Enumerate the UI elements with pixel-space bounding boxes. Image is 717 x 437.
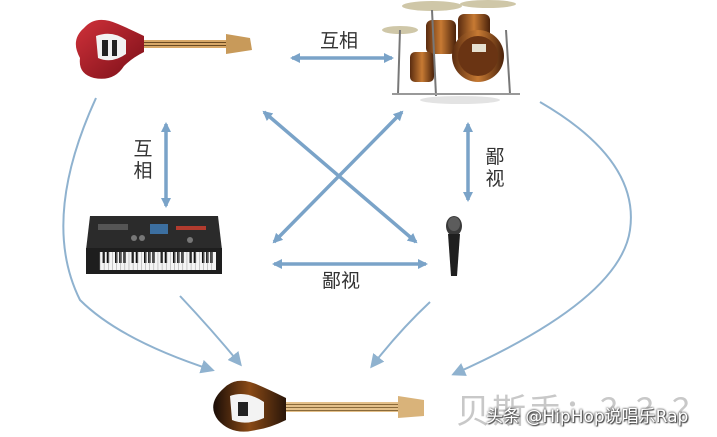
label-guitar-drums: 互相 <box>320 30 359 52</box>
label-drums-mic: 鄙视 <box>485 146 505 190</box>
keyboard-synth-icon <box>86 216 222 274</box>
bass-caption: 贝斯手：？？？ <box>456 392 708 432</box>
electric-guitar-icon <box>75 19 252 79</box>
curve-keyboard-to-bass <box>179 295 242 367</box>
watermark: 头条 @HipHop说唱乐Rap <box>486 407 689 427</box>
connection-arrows <box>161 53 473 269</box>
label-guitar-keyboard: 互相 <box>133 138 153 182</box>
bass-guitar-icon <box>213 380 424 432</box>
curve-mic-to-bass <box>370 301 431 369</box>
label-keyboard-mic: 鄙视 <box>322 270 361 292</box>
curve-drums-to-bass <box>451 101 632 376</box>
curve-guitar-to-bass <box>62 97 215 374</box>
drum-kit-icon <box>382 0 520 104</box>
curves-to-bass <box>62 97 632 376</box>
microphone-icon <box>446 216 462 276</box>
arrow-diagonal-drums-keyboard <box>272 110 404 244</box>
